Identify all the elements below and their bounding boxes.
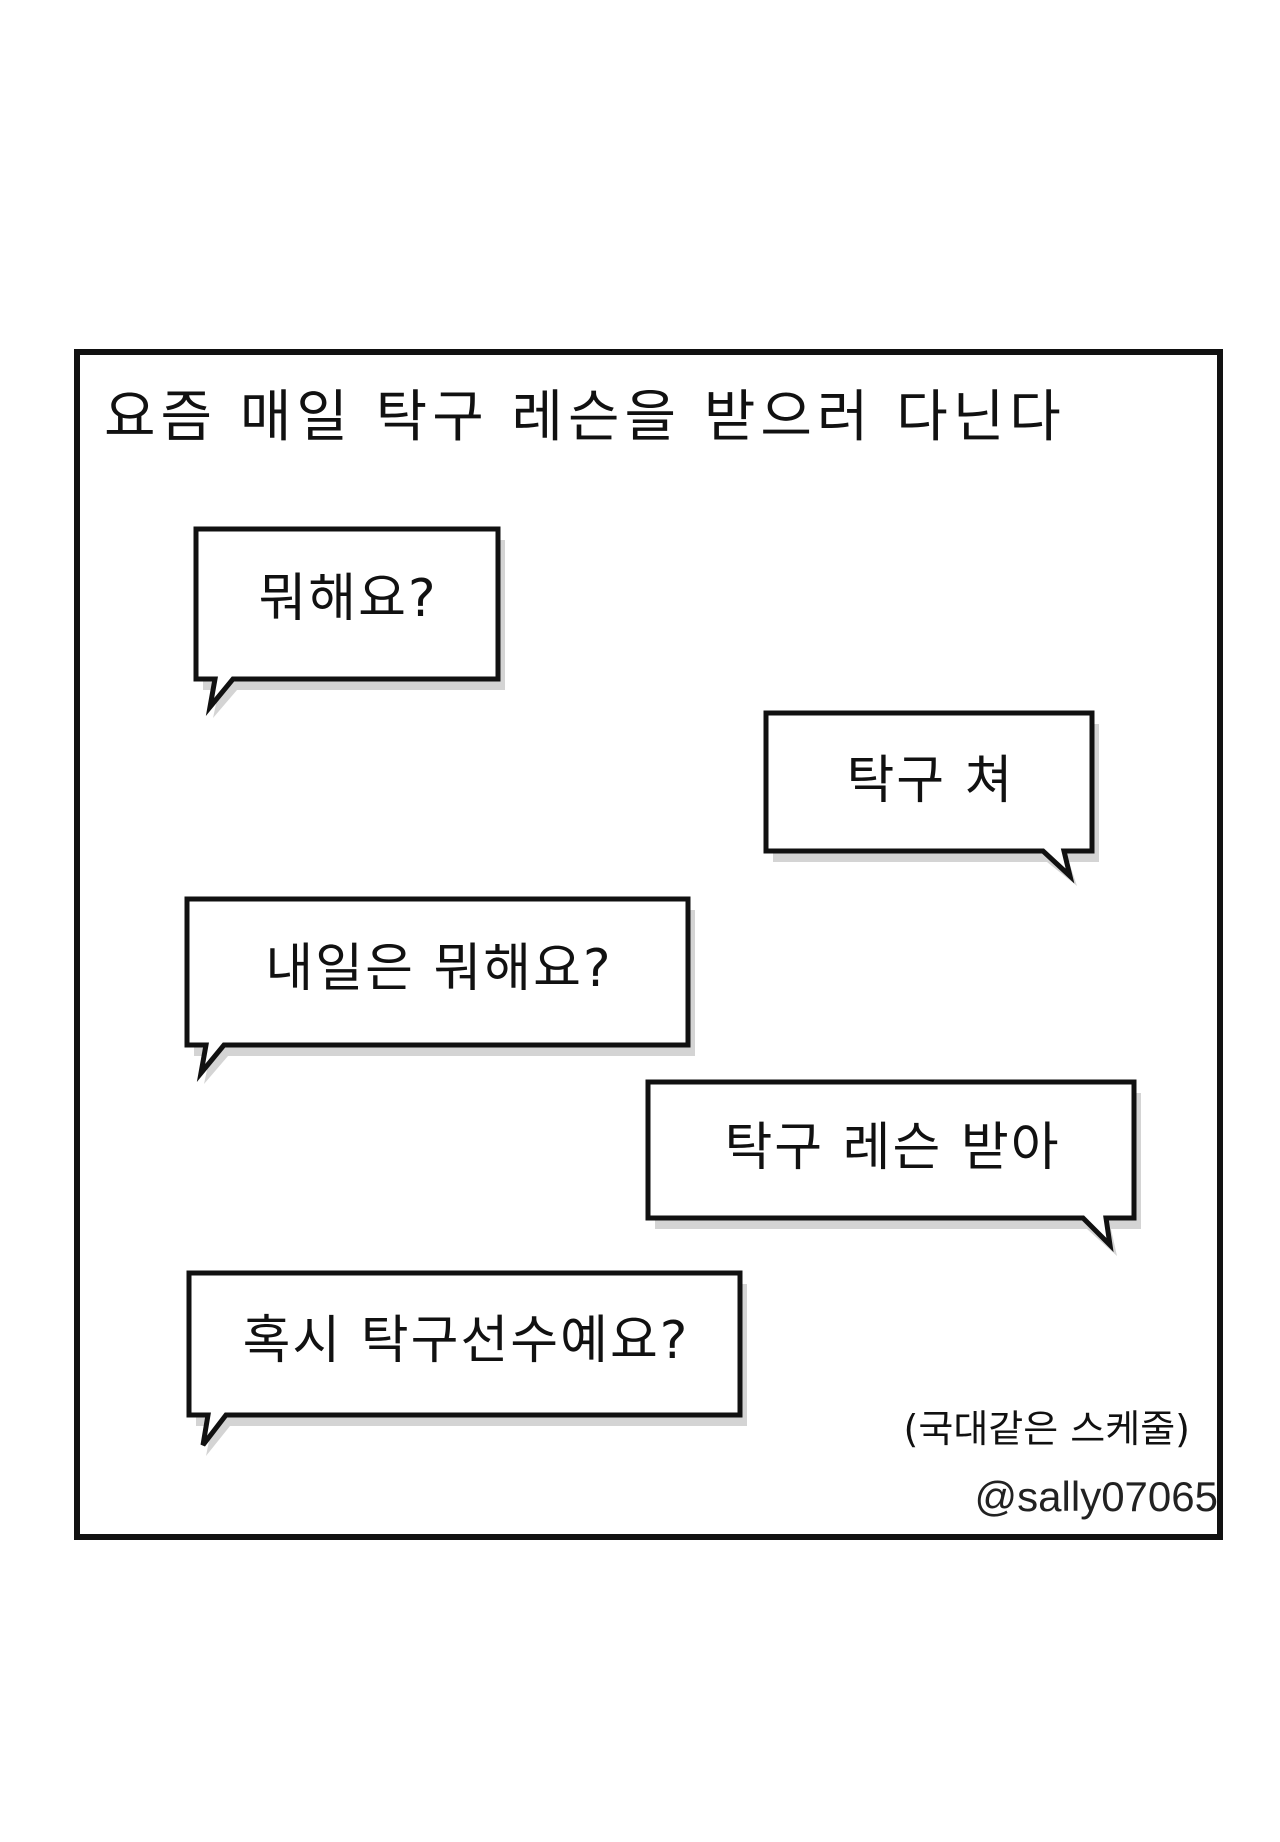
speech-bubble-shape <box>645 1079 1141 1256</box>
bubble-text: 탁구 레슨 받아 <box>724 1118 1061 1178</box>
bubble-text: 혹시 탁구선수예요? <box>242 1311 690 1371</box>
bubble-text: 탁구 쳐 <box>846 751 1015 811</box>
speech-bubble-4: 탁구 레슨 받아 <box>645 1079 1141 1259</box>
narration-caption: 요즘 매일 탁구 레슨을 받으러 다닌다 <box>104 385 1066 450</box>
bubble-text: 뭐해요? <box>258 569 438 629</box>
speech-bubble-shape <box>193 526 505 718</box>
speech-bubble-shape <box>184 896 695 1084</box>
speech-bubble-3: 내일은 뭐해요? <box>184 896 695 1084</box>
speech-bubble-5: 혹시 탁구선수예요? <box>186 1270 747 1456</box>
side-note: (국대같은 스케줄) <box>903 1407 1190 1451</box>
author-handle: @sally07065 <box>974 1473 1218 1520</box>
speech-bubble-shape <box>186 1270 747 1456</box>
bubble-text: 내일은 뭐해요? <box>265 939 613 999</box>
speech-bubble-1: 뭐해요? <box>193 526 505 718</box>
speech-bubble-shape <box>763 710 1099 886</box>
speech-bubble-2: 탁구 쳐 <box>763 710 1099 890</box>
